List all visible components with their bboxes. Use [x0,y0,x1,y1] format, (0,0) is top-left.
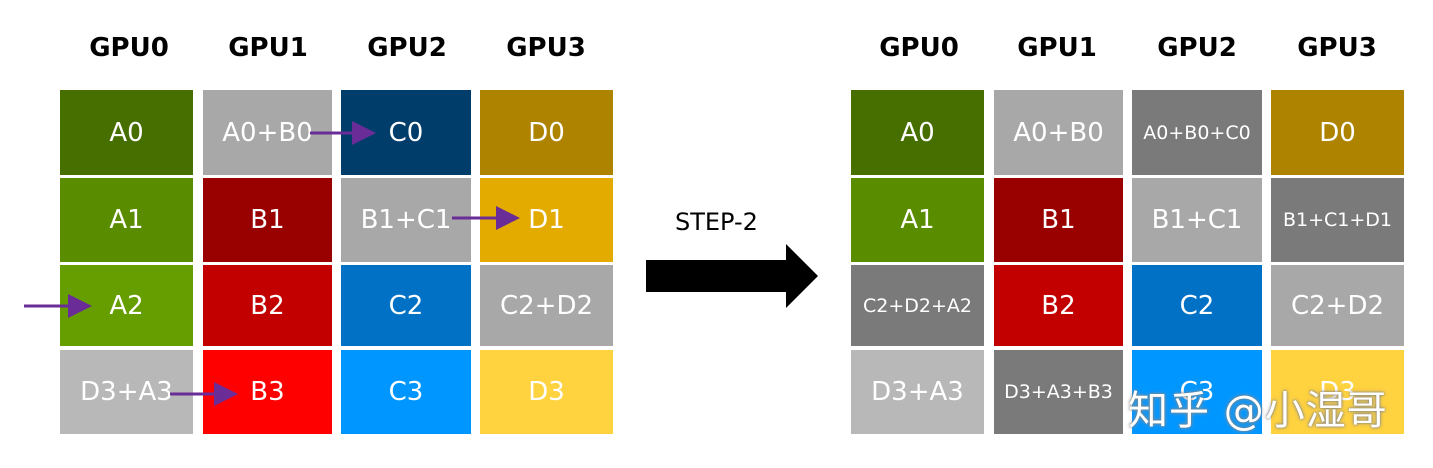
left-header-gpu0: GPU0 [89,33,169,63]
right-cell-gpu0-c2d2a2: C2+D2+A2 [851,265,984,346]
right-cell-gpu3-b1c1d1: B1+C1+D1 [1271,178,1404,262]
left-cell-gpu3-d0: D0 [480,90,613,175]
watermark: 知乎 @小湿哥 [1128,388,1388,434]
right-header-gpu1: GPU1 [1017,33,1097,63]
right-header-gpu3: GPU3 [1297,33,1377,63]
right-cell-gpu2-c3: C3 [1132,350,1262,434]
left-cell-gpu0-a0: A0 [60,90,193,175]
right-cell-gpu1-a0b0: A0+B0 [994,90,1123,175]
right-cell-gpu1-d3a3b3: D3+A3+B3 [994,350,1123,434]
left-cell-gpu1-b2: B2 [203,265,332,346]
right-cell-gpu0-a1: A1 [851,178,984,262]
right-header-gpu2: GPU2 [1157,33,1237,63]
right-cell-gpu3-d3: D3 [1271,350,1404,434]
left-cell-gpu2-c2: C2 [341,265,471,346]
left-cell-gpu2-c3: C3 [341,350,471,434]
right-cell-gpu3-d0: D0 [1271,90,1404,175]
left-cell-gpu2-b1c1: B1+C1 [341,178,471,262]
step-arrow [646,244,818,308]
right-cell-gpu2-c2: C2 [1132,265,1262,346]
right-cell-gpu1-b1: B1 [994,178,1123,262]
left-header-gpu1: GPU1 [228,33,308,63]
step-label: STEP-2 [675,208,758,236]
right-cell-gpu1-b2: B2 [994,265,1123,346]
left-cell-gpu1-b1: B1 [203,178,332,262]
left-cell-gpu3-c2d2: C2+D2 [480,265,613,346]
left-cell-gpu0-a1: A1 [60,178,193,262]
right-cell-gpu0-d3a3: D3+A3 [851,350,984,434]
right-cell-gpu0-a0: A0 [851,90,984,175]
left-header-gpu3: GPU3 [506,33,586,63]
left-header-gpu2: GPU2 [367,33,447,63]
left-cell-gpu3-d3: D3 [480,350,613,434]
right-cell-gpu2-b1c1: B1+C1 [1132,178,1262,262]
left-cell-gpu0-d3a3: D3+A3 [60,350,193,434]
right-cell-gpu3-c2d2: C2+D2 [1271,265,1404,346]
right-header-gpu0: GPU0 [879,33,959,63]
right-cell-gpu2-a0b0c0: A0+B0+C0 [1132,90,1262,175]
